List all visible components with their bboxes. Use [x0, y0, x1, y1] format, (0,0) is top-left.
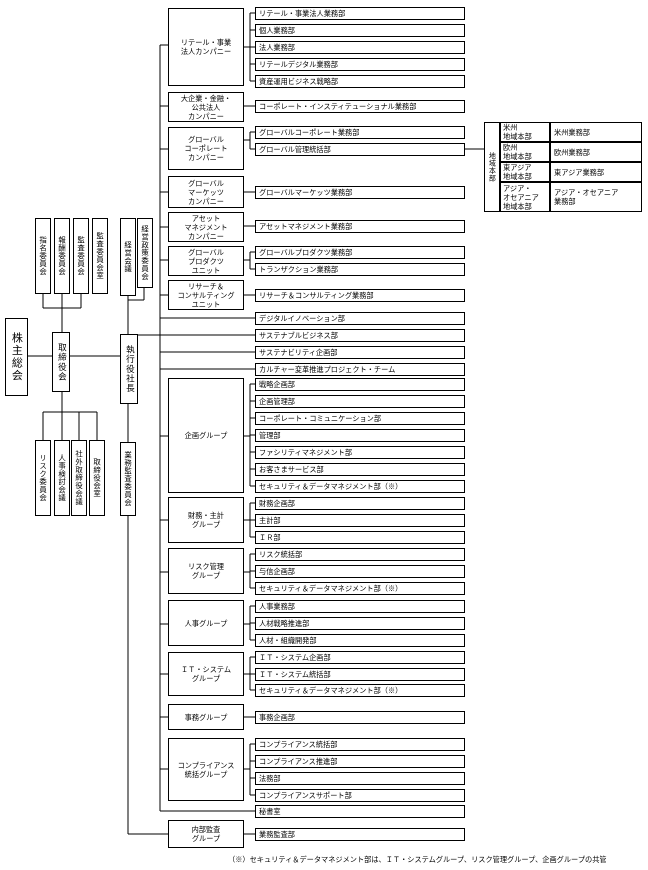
- board-committee-lower-1: リスク委員会: [35, 440, 51, 516]
- board-of-directors-box: 取締役会: [52, 332, 70, 392]
- company-box-5: アセット マネジメント カンパニー: [168, 212, 244, 242]
- group-7-dept-3: 法務部: [255, 772, 465, 785]
- regional-dept-1: 米州業務部: [550, 122, 642, 142]
- group-box-4: 人事グループ: [168, 600, 244, 646]
- company-1-dept-4: リテールデジタル業務部: [255, 58, 465, 71]
- company-box-1: リテール・事業 法人カンパニー: [168, 8, 244, 86]
- regional-dept-3: 東アジア業務部: [550, 162, 642, 182]
- company-3-dept-1: グローバルコーポレート業務部: [255, 126, 465, 139]
- group-3-dept-1: リスク統括部: [255, 548, 465, 561]
- board-committee-upper-1: 指名委員会: [35, 218, 51, 294]
- group-box-6: 事務グループ: [168, 704, 244, 730]
- company-box-6: グローバル プロダクツ ユニット: [168, 246, 244, 276]
- group-1-dept-1: 戦略企画部: [255, 378, 465, 391]
- ceo-committee-upper-1: 経営会議: [120, 218, 136, 296]
- company-5-dept-1: アセットマネジメント業務部: [255, 220, 465, 233]
- shareholders-meeting-box: 株主総会: [5, 318, 28, 396]
- ceo-committee-upper-2: 経営政策委員会: [137, 218, 153, 288]
- group-4-dept-1: 人事業務部: [255, 600, 465, 613]
- ceo-box: 執行役社長: [120, 334, 138, 404]
- internal-audit-dept: 業務監査部: [255, 828, 465, 841]
- group-6-dept-1: 事務企画部: [255, 711, 465, 724]
- group-1-dept-4: 管理部: [255, 429, 465, 442]
- board-committee-lower-4: 取締役会室: [89, 440, 105, 516]
- group-3-dept-2: 与信企画部: [255, 565, 465, 578]
- internal-audit-group-box: 内部監査 グループ: [168, 820, 244, 848]
- standalone-dept-3: サステナビリティ企画部: [255, 346, 465, 359]
- standalone-dept-2: サステナブルビジネス部: [255, 329, 465, 342]
- group-7-dept-2: コンプライアンス推進部: [255, 755, 465, 768]
- group-box-3: リスク管理 グループ: [168, 548, 244, 594]
- group-1-dept-3: コーポレート・コミュニケーション部: [255, 412, 465, 425]
- company-2-dept-1: コーポレート・インスティテューショナル業務部: [255, 100, 465, 113]
- company-4-dept-1: グローバルマーケッツ業務部: [255, 186, 465, 199]
- company-3-dept-2: グローバル管理統括部: [255, 143, 465, 156]
- group-1-dept-6: お客さまサービス部: [255, 463, 465, 476]
- board-committee-upper-2: 報酬委員会: [54, 218, 70, 294]
- group-3-dept-3: セキュリティ＆データマネジメント部（※）: [255, 582, 465, 595]
- company-1-dept-1: リテール・事業法人業務部: [255, 7, 465, 20]
- company-box-7: リサーチ＆ コンサルティング ユニット: [168, 280, 244, 310]
- company-6-dept-2: トランザクション業務部: [255, 263, 465, 276]
- ceo-committee-lower-1: 業務監査委員会: [120, 442, 136, 516]
- group-4-dept-2: 人材戦略推進部: [255, 617, 465, 630]
- group-1-dept-2: 企画管理部: [255, 395, 465, 408]
- standalone-dept-4: カルチャー変革推進プロジェクト・チーム: [255, 363, 465, 376]
- company-box-2: 大企業・金融・ 公共法人 カンパニー: [168, 92, 244, 122]
- board-committee-lower-3: 社外取締役会議: [71, 440, 87, 516]
- board-committee-lower-2: 人事検討会議: [54, 440, 70, 516]
- group-4-dept-3: 人材・組織開発部: [255, 634, 465, 647]
- group-2-dept-2: 主計部: [255, 514, 465, 527]
- company-1-dept-3: 法人業務部: [255, 41, 465, 54]
- company-1-dept-5: 資産運用ビジネス戦略部: [255, 75, 465, 88]
- group-5-dept-3: セキュリティ＆データマネジメント部（※）: [255, 684, 465, 697]
- regional-hq-2: 欧州 地域本部: [500, 142, 550, 162]
- company-box-4: グローバル マーケッツ カンパニー: [168, 176, 244, 208]
- regional-hq-4: アジア・ オセアニア 地域本部: [500, 182, 550, 212]
- footnote: （※）セキュリティ＆データマネジメント部は、ＩＴ・システムグループ、リスク管理グ…: [228, 855, 607, 864]
- group-box-7: コンプライアンス 統括グループ: [168, 738, 244, 801]
- group-2-dept-3: ＩＲ部: [255, 531, 465, 544]
- company-6-dept-1: グローバルプロダクツ業務部: [255, 246, 465, 259]
- group-box-2: 財務・主計 グループ: [168, 497, 244, 543]
- group-1-dept-7: セキュリティ＆データマネジメント部（※）: [255, 480, 465, 493]
- board-committee-upper-4: 監査委員会室: [92, 218, 108, 294]
- group-7-dept-1: コンプライアンス統括部: [255, 738, 465, 751]
- regional-dept-2: 欧州業務部: [550, 142, 642, 162]
- group-1-dept-5: ファシリティマネジメント部: [255, 446, 465, 459]
- company-7-dept-1: リサーチ＆コンサルティング業務部: [255, 289, 465, 302]
- group-5-dept-1: ＩＴ・システム企画部: [255, 651, 465, 664]
- regional-hq-label: 地域本部: [484, 122, 500, 212]
- board-committee-upper-3: 監査委員会: [73, 218, 89, 294]
- company-1-dept-2: 個人業務部: [255, 24, 465, 37]
- group-box-5: ＩＴ・システム グループ: [168, 652, 244, 696]
- company-box-3: グローバル コーポレート カンパニー: [168, 127, 244, 170]
- regional-dept-4: アジア・オセアニア 業務部: [550, 182, 642, 212]
- standalone-dept-1: デジタルイノベーション部: [255, 312, 465, 325]
- regional-hq-3: 東アジア 地域本部: [500, 162, 550, 182]
- group-5-dept-2: ＩＴ・システム統括部: [255, 668, 465, 681]
- group-7-dept-4: コンプライアンスサポート部: [255, 789, 465, 802]
- regional-hq-1: 米州 地域本部: [500, 122, 550, 142]
- group-box-1: 企画グループ: [168, 378, 244, 493]
- secretariat-box: 秘書室: [255, 805, 465, 818]
- group-2-dept-1: 財務企画部: [255, 497, 465, 510]
